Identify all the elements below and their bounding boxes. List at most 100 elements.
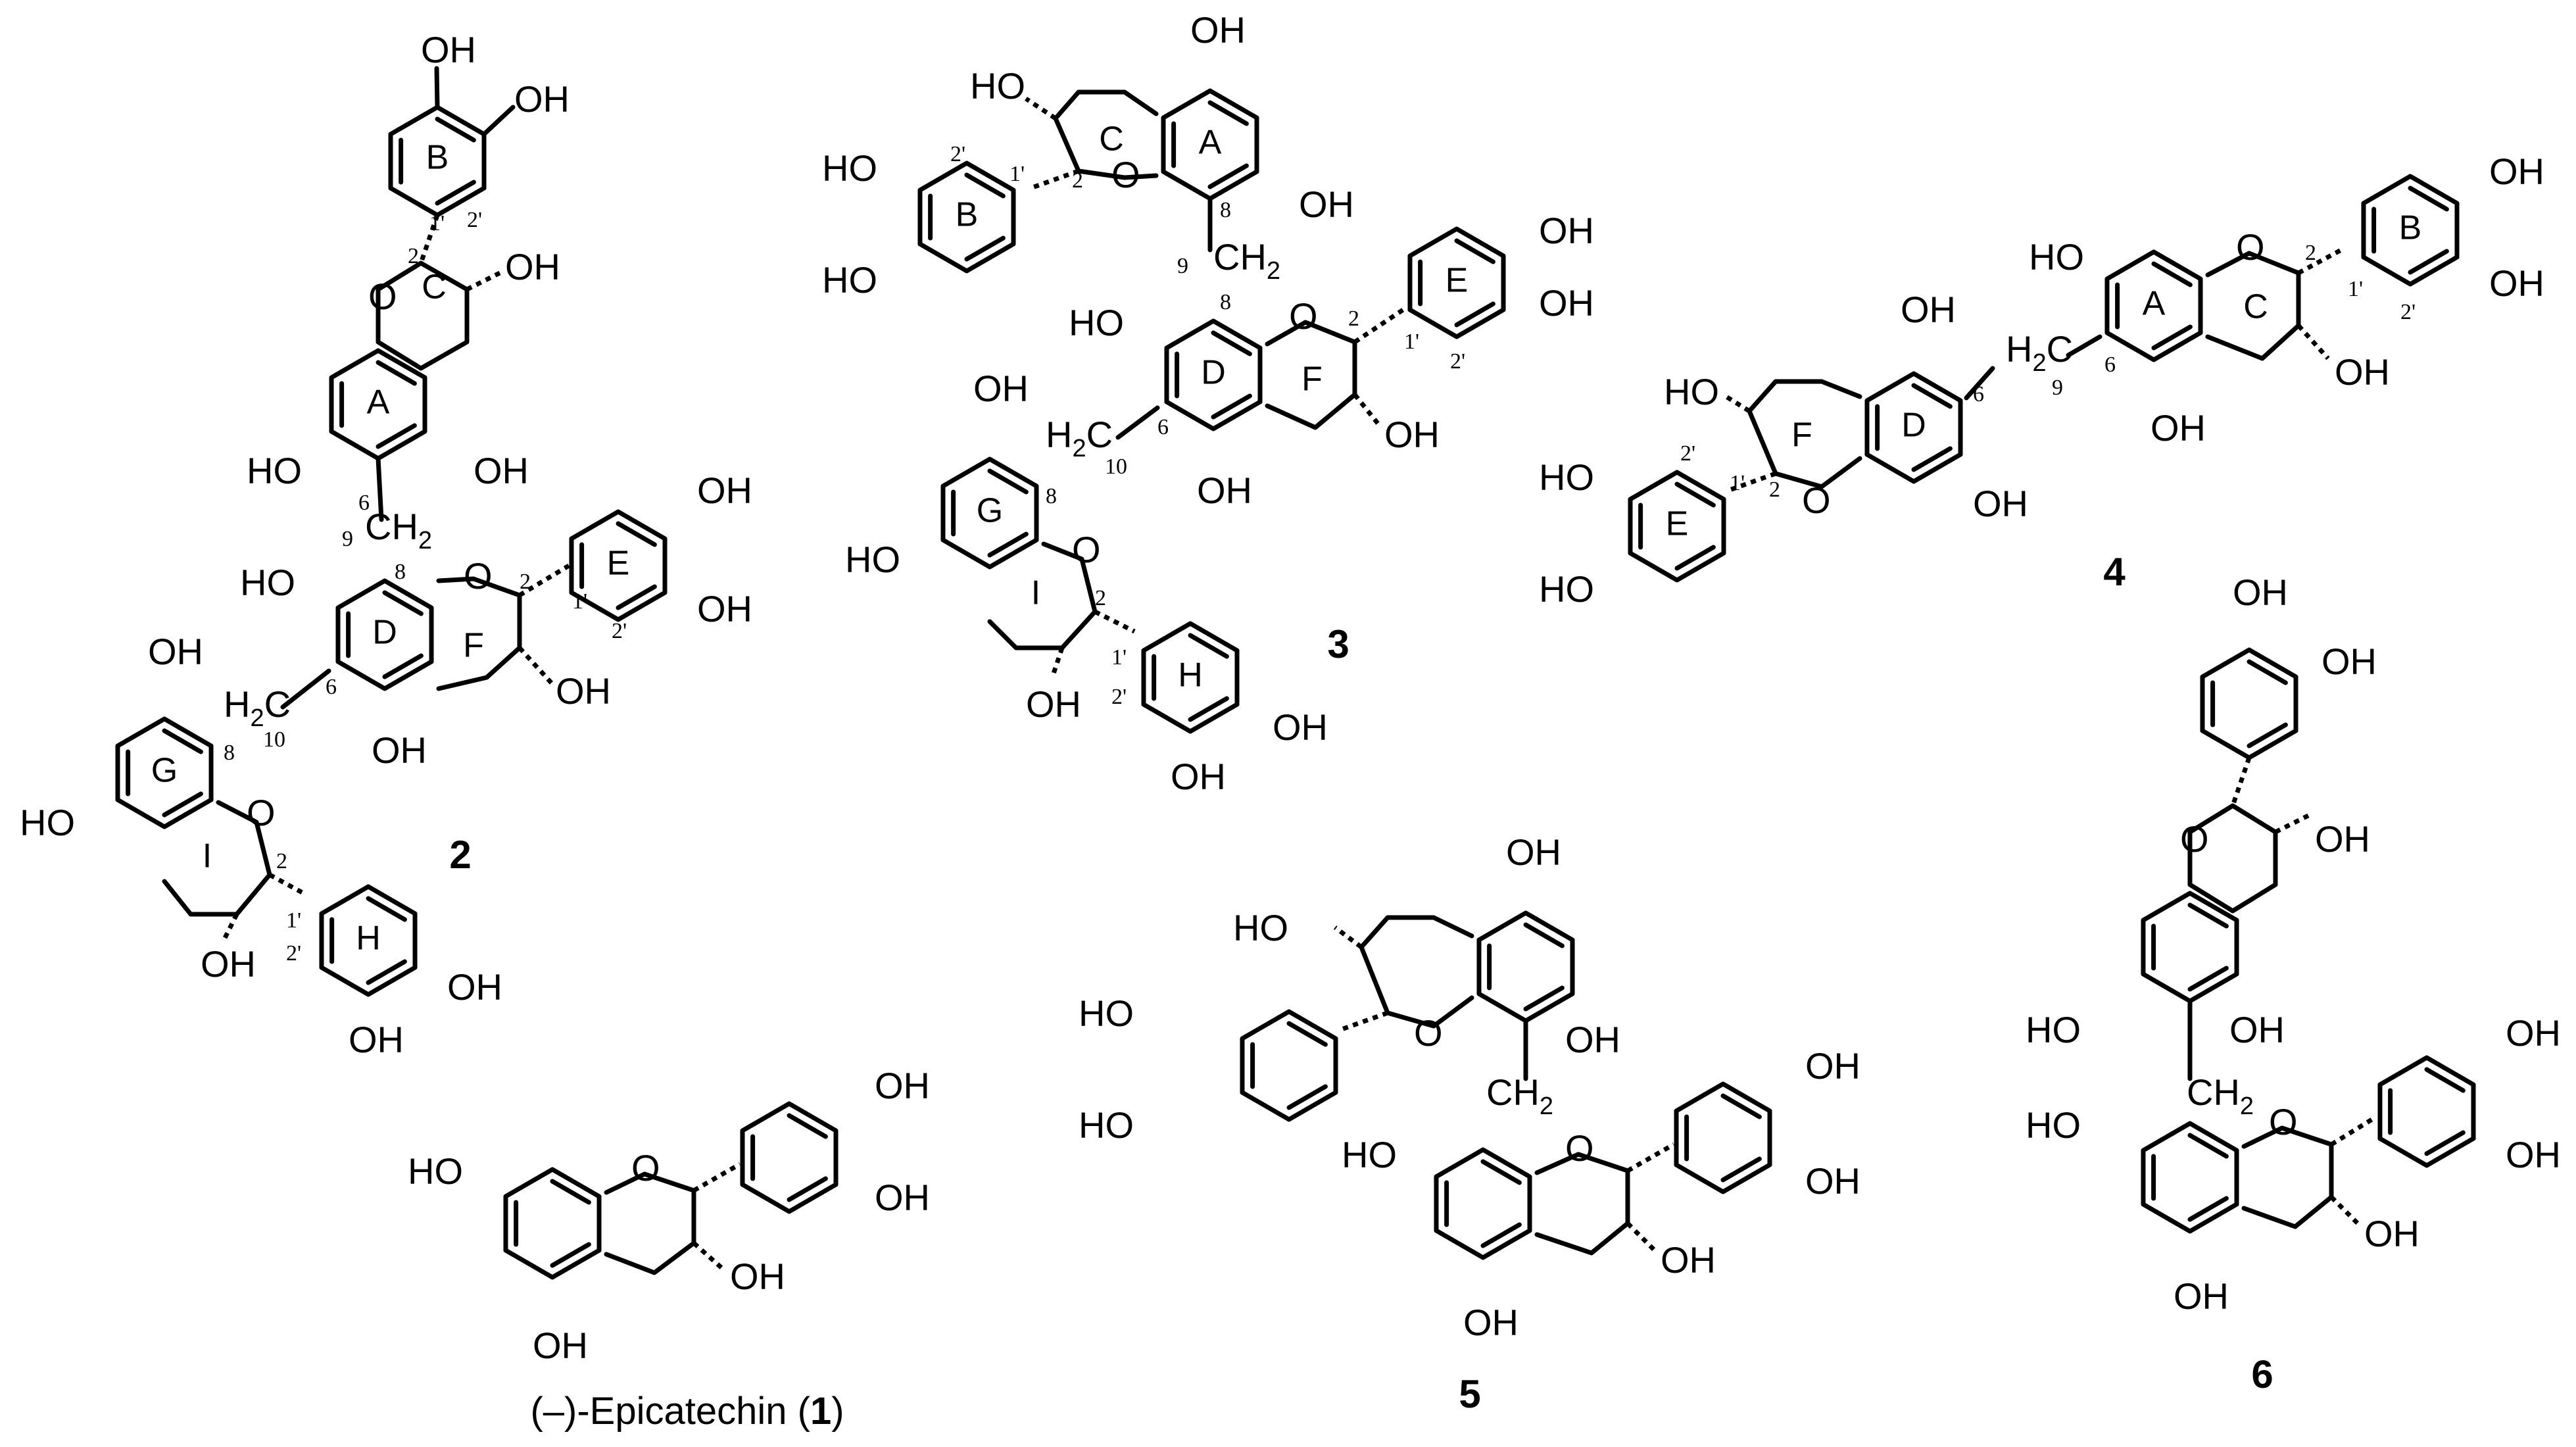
- oh-label: OH: [1026, 683, 1081, 725]
- double-bond: [2424, 1130, 2466, 1156]
- double-bond: [616, 521, 657, 547]
- ring-f-label: F: [463, 627, 484, 665]
- stereo-bond: [418, 214, 440, 264]
- double-bond: [550, 1179, 591, 1205]
- ho-label: HO: [247, 450, 302, 491]
- ring-oxygen: O: [1289, 295, 1318, 337]
- position-label: 6: [2104, 353, 2116, 377]
- ch2-text: CH: [2187, 1071, 2240, 1113]
- stereo-bond: [693, 1162, 741, 1193]
- h2c-label: H2C: [1046, 414, 1113, 462]
- ho-label: HO: [1342, 1134, 1397, 1175]
- compound-label-4: 4: [2103, 550, 2126, 594]
- double-bond: [787, 1113, 828, 1139]
- stereo-bond: [2297, 247, 2343, 276]
- oh-label: OH: [201, 943, 256, 985]
- ring-e-label: E: [1446, 262, 1469, 300]
- ring-c-bonds: [1359, 915, 1474, 1029]
- double-bond: [2187, 1196, 2229, 1222]
- position-label: 2': [286, 941, 301, 966]
- benzene-ring: [940, 456, 1039, 570]
- double-bond: [1720, 1093, 1762, 1119]
- position-label: 2: [408, 244, 419, 268]
- bond-line: [280, 668, 331, 710]
- oh-label: OH: [505, 246, 560, 287]
- oh-label: OH: [2233, 572, 2288, 613]
- position-label: 1': [1111, 645, 1127, 670]
- double-bond: [1211, 330, 1252, 356]
- benzene-ring: [2104, 249, 2203, 362]
- stereo-bond: [1626, 1221, 1659, 1255]
- ring-c-label: C: [2243, 288, 2268, 326]
- benzene-ring: [2200, 647, 2298, 760]
- oh-label: OH: [148, 631, 203, 672]
- ch2-label: CH2: [1486, 1071, 1553, 1120]
- ho-label: HO: [2026, 1104, 2081, 1146]
- position-label: 2': [1680, 441, 1695, 466]
- ho-label: HO: [1233, 907, 1288, 948]
- compound-label-6: 6: [2251, 1352, 2273, 1396]
- stereo-bond: [1333, 925, 1363, 949]
- caption-id: 1: [810, 1390, 831, 1433]
- stereo-bond: [1025, 97, 1057, 120]
- oh-label: OH: [474, 450, 529, 491]
- double-bond: [1674, 545, 1716, 571]
- bond-line: [2066, 334, 2102, 358]
- ring-g-label: G: [151, 752, 178, 790]
- oh-label: OH: [875, 1065, 930, 1106]
- bond-line: [1115, 405, 1160, 440]
- position-label: 1': [1404, 330, 1419, 354]
- ho-label: HO: [2029, 236, 2084, 278]
- h2c-carbon: C: [1086, 414, 1113, 455]
- benzene-ring: [503, 1167, 602, 1280]
- stereo-bond: [1050, 647, 1065, 679]
- benzene-ring: [1628, 470, 1726, 583]
- oh-label: OH: [1901, 289, 1956, 330]
- double-bond: [787, 1176, 828, 1202]
- position-label: 8: [224, 741, 235, 765]
- ch2-subscript: 2: [1267, 257, 1280, 285]
- caption-text: (–)-Epicatechin (: [530, 1390, 810, 1433]
- double-bond: [2187, 902, 2229, 929]
- compound-label-2: 2: [449, 833, 471, 877]
- double-bond: [2187, 1133, 2229, 1159]
- ring-f-bonds: [436, 576, 522, 691]
- oh-label: OH: [1539, 282, 1594, 324]
- ring-c-label: C: [1099, 120, 1124, 159]
- h2c-text: H: [2006, 328, 2032, 370]
- oh-label: OH: [2151, 407, 2206, 449]
- double-bond: [2247, 659, 2288, 685]
- stereo-bond: [2329, 1195, 2363, 1229]
- double-bond: [1480, 1222, 1522, 1248]
- double-bond: [1207, 163, 1249, 189]
- h2c-text: H: [1046, 414, 1072, 455]
- ring-a-label: A: [367, 383, 390, 422]
- ho-label: HO: [1069, 302, 1124, 343]
- h2c-carbon: C: [2047, 328, 2073, 370]
- double-bond: [1454, 238, 1495, 264]
- stereo-bond: [1094, 609, 1136, 634]
- compound-label-5: 5: [1459, 1372, 1480, 1416]
- double-bond: [550, 1242, 591, 1268]
- ring-b-label: B: [956, 196, 979, 234]
- caption-text: ): [831, 1390, 844, 1433]
- oh-label: OH: [1805, 1160, 1860, 1202]
- stereo-bond: [1722, 393, 1751, 413]
- position-label: 2: [2305, 241, 2316, 265]
- double-bond: [616, 584, 657, 610]
- ho-label: HO: [970, 65, 1025, 107]
- benzene-ring: [115, 716, 214, 829]
- ho-label: HO: [20, 802, 75, 843]
- h2c-subscript: 2: [1072, 435, 1086, 462]
- double-bond: [1911, 446, 1953, 472]
- ring-f-label: F: [1791, 416, 1812, 454]
- oh-label: OH: [556, 670, 611, 712]
- position-label: 2': [2400, 300, 2416, 324]
- position-label: 9: [342, 527, 353, 551]
- double-bond: [2187, 966, 2229, 992]
- benzene-ring: [1434, 1147, 1532, 1260]
- double-bond: [2247, 722, 2288, 748]
- double-bond: [366, 959, 407, 985]
- ring-i-label: I: [203, 837, 212, 875]
- position-label: 1': [429, 211, 445, 235]
